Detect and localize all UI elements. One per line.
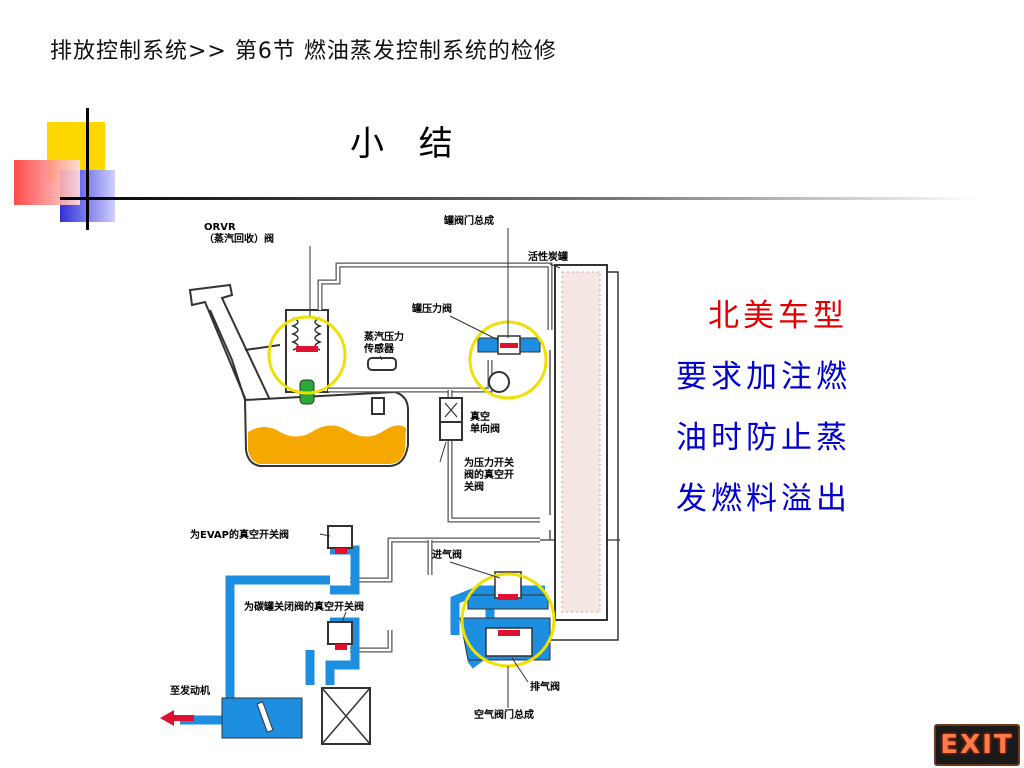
fuel-level <box>248 425 406 464</box>
exit-button-label: EXIT <box>940 730 1014 760</box>
label-orvr-b: （蒸汽回收）阀 <box>204 232 274 245</box>
label-to-engine: 至发动机 <box>170 684 210 697</box>
label-vapor-sensor-b: 传感器 <box>363 342 395 355</box>
deco-vertical-line <box>86 108 89 230</box>
summary-line-2: 要求加注燃 <box>676 359 851 395</box>
page-title: 小 结 <box>350 124 465 164</box>
label-evap-switch: 为EVAP的真空开关阀 <box>190 528 289 541</box>
label-charcoal-canister: 活性炭罐 <box>528 250 568 263</box>
label-air-valve-assembly: 空气阀门总成 <box>474 708 534 721</box>
orvr-highlight <box>267 315 347 395</box>
label-vapor-sensor-a: 蒸汽压力 <box>364 330 404 343</box>
evap-system-diagram: ORVR （蒸汽回收）阀 罐阀门总成 活性炭罐 罐压力阀 蒸汽压力 传感器 真空… <box>160 214 620 745</box>
label-canister-close-switch: 为碳罐关闭阀的真空开关阀 <box>244 600 364 613</box>
label-vacuum-check-b: 单向阀 <box>470 422 500 435</box>
label-canister-valve-assembly: 罐阀门总成 <box>443 214 494 227</box>
label-pressure-switch-a: 为压力开关 <box>464 456 514 469</box>
exit-button[interactable]: EXIT <box>934 724 1020 766</box>
label-tank-pressure-valve: 罐压力阀 <box>411 302 452 315</box>
summary-line-4: 发燃料溢出 <box>676 481 851 517</box>
label-pressure-switch-b: 阀的真空开 <box>464 468 514 481</box>
label-orvr-a: ORVR <box>204 222 236 233</box>
to-engine-arrow <box>160 710 194 726</box>
deco-horizontal-rule <box>60 197 980 200</box>
summary-line-1: 北美车型 <box>708 298 848 334</box>
label-inlet-valve: 进气阀 <box>432 548 462 561</box>
summary-line-3: 油时防止蒸 <box>676 420 851 456</box>
breadcrumb: 排放控制系统>> 第6节 燃油蒸发控制系统的检修 <box>50 39 557 64</box>
label-pressure-switch-c: 关阀 <box>464 480 484 493</box>
label-exhaust-valve: 排气阀 <box>530 680 560 693</box>
title-decoration <box>14 108 980 230</box>
summary-text: 北美车型 要求加注燃 油时防止蒸 发燃料溢出 <box>676 286 876 530</box>
vacuum-line <box>180 575 330 725</box>
label-vacuum-check-a: 真空 <box>470 410 490 423</box>
